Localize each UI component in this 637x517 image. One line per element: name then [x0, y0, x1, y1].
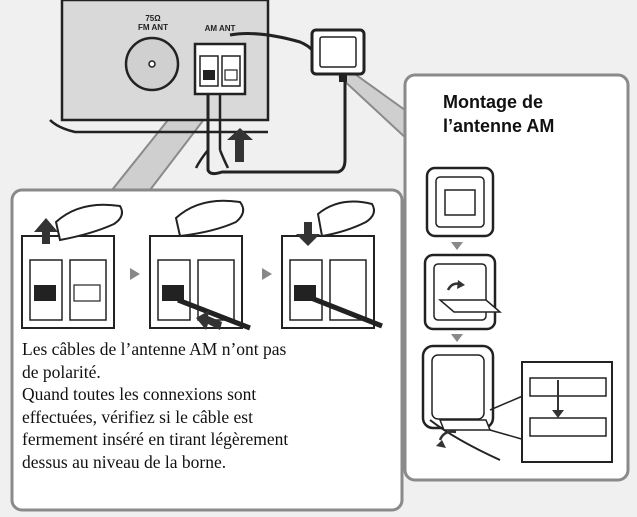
insert-cable-arrow-icon — [196, 310, 222, 330]
terminal-step-2 — [149, 199, 251, 331]
loop-antenna — [310, 28, 366, 82]
am-title-line-2: l’antenne AM — [443, 116, 555, 136]
insert-arrow-icon — [227, 128, 253, 162]
assembly-step-1 — [425, 166, 495, 238]
assembly-detail-inset — [521, 361, 613, 463]
assembly-down-arrow-icon-2 — [451, 334, 463, 342]
caption-line-3: Quand toutes les connexions sont — [22, 384, 257, 404]
step-arrow-icon — [130, 268, 140, 280]
push-up-arrow-icon — [34, 218, 58, 244]
caption-line-2: de polarité. — [22, 361, 101, 382]
am-assembly-title: Montage de l’antenne AM — [443, 90, 623, 138]
am-antenna-terminal — [193, 42, 247, 96]
rear-panel — [49, 0, 270, 134]
caption-line-1: Les câbles de l’antenne AM n’ont pas — [22, 339, 287, 359]
fm-impedance-label: 75Ω — [145, 14, 161, 23]
assembly-step-2 — [423, 253, 503, 331]
step-arrow-icon-2 — [262, 268, 272, 280]
caption-line-4: effectuées, vérifiez si le câble est — [22, 406, 253, 427]
assembly-step-3 — [421, 344, 526, 461]
am-antenna-label: AM ANT — [204, 24, 236, 33]
terminal-step-3 — [281, 200, 383, 329]
release-down-arrow-icon — [296, 222, 320, 246]
caption-line-6: dessus au niveau de la borne. — [22, 451, 227, 472]
terminal-step-1 — [21, 203, 123, 329]
fm-antenna-label: FM ANT — [138, 23, 168, 32]
am-title-line-1: Montage de — [443, 92, 544, 112]
assembly-down-arrow-icon — [451, 242, 463, 250]
caption-text: Les câbles de l’antenne AM n’ont pas de … — [22, 338, 392, 473]
caption-line-5: fermement inséré en tirant légèrement — [22, 429, 289, 449]
